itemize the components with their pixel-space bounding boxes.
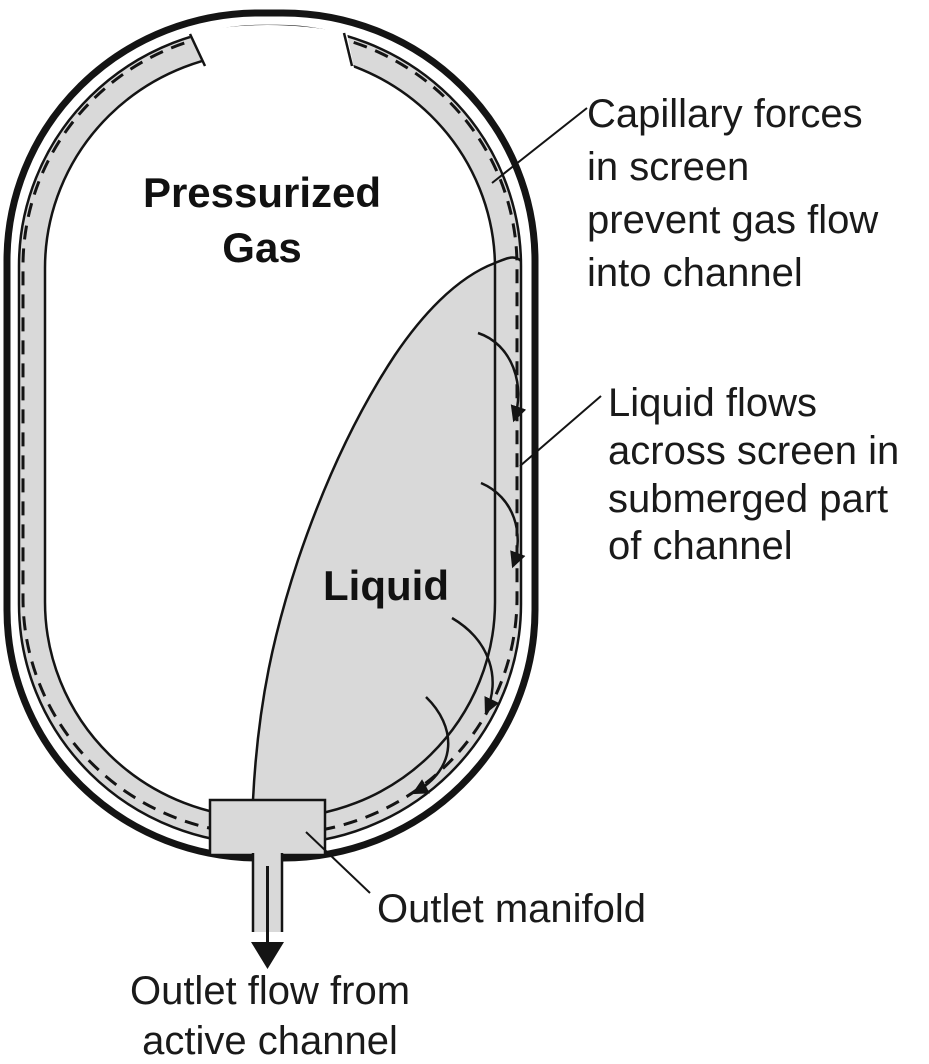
flow-arrow-3 xyxy=(451,616,500,715)
liquid-flow-annotation-line1: Liquid flows xyxy=(608,381,817,425)
flow-arrow-2 xyxy=(480,481,526,569)
channel-cap-left xyxy=(188,33,207,67)
liquid-label: Liquid xyxy=(323,562,449,609)
capillary-annotation-line1: Capillary forces xyxy=(587,92,863,136)
capillary-annotation-line3: prevent gas flow xyxy=(587,198,878,242)
outlet-manifold xyxy=(208,798,327,857)
capillary-annotation-line4: into channel xyxy=(587,251,803,295)
pressurized-gas-label-line1: Pressurized xyxy=(143,169,381,216)
flow-arrow-4 xyxy=(411,696,450,795)
leader-capillary xyxy=(491,107,588,184)
leader-outlet-manifold xyxy=(305,831,371,894)
channel-cap-right xyxy=(342,32,354,67)
liquid-flow-annotation-line3: submerged part xyxy=(608,477,888,521)
outlet-flow-annotation-line1: Outlet flow from xyxy=(130,969,410,1013)
flow-arrow-1 xyxy=(477,331,527,423)
leader-liquid-flow xyxy=(519,395,602,467)
outlet-flow-annotation-line2: active channel xyxy=(142,1019,398,1063)
liquid-region xyxy=(253,257,518,842)
outlet-manifold-annotation: Outlet manifold xyxy=(377,887,646,931)
channel-top-gap xyxy=(188,25,354,68)
pressurized-gas-label-line2: Gas xyxy=(222,224,301,271)
liquid-flow-annotation-line4: of channel xyxy=(608,524,793,568)
capillary-annotation-line2: in screen xyxy=(587,145,749,189)
liquid-flow-annotation-line2: across screen in xyxy=(608,429,899,473)
meniscus-line xyxy=(251,256,522,801)
outlet-arrow-head xyxy=(251,942,284,969)
